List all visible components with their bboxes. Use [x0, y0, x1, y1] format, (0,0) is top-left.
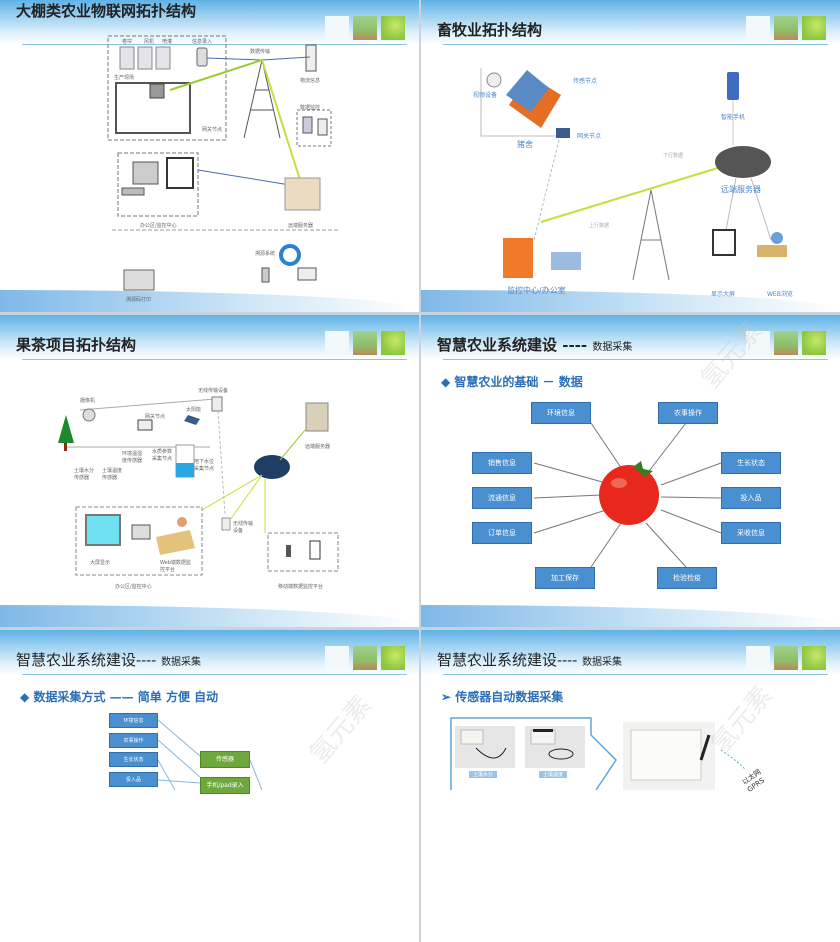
mindmap-connectors — [533, 422, 722, 568]
node-growth-status: 生长状态 — [721, 452, 781, 474]
method-sensor: 传感器 — [200, 751, 250, 768]
label-gateway: 网关节点 — [145, 414, 166, 420]
node-processing: 加工保存 — [535, 567, 595, 589]
label-camera: 视频设备 — [473, 92, 498, 99]
node-sales-info: 销售信息 — [472, 452, 532, 474]
source-inputs: 投入品 — [109, 772, 158, 787]
label-solar: 太阳能 — [186, 407, 202, 413]
divider — [22, 359, 407, 360]
label-gateway: 网关节点 — [577, 133, 602, 140]
slide-livestock-topology[interactable]: 畜牧业拓扑结构 视频设备 传感节点 猪舍 网关节点 智能手机 下行数据 上行数据… — [421, 0, 840, 312]
label-screen: 显示大屏 — [711, 291, 736, 298]
label-roller: 卷帘 — [122, 39, 133, 45]
method-connectors — [157, 719, 263, 790]
node-order-info: 订单信息 — [472, 522, 532, 544]
slide-sensor-collection[interactable]: 智慧农业系统建设---- 数据采集 ➢ 传感器自动数据采集 土壤水分 土壤温度 … — [421, 630, 840, 942]
label-mobile-platform: 移动端数据监控平台 — [278, 584, 324, 590]
header-thumbnails — [325, 16, 405, 40]
label-wireless-top: 无线传输设备 — [198, 388, 229, 394]
label-sprinkler: 喷灌 — [162, 39, 173, 45]
label-uplink: 上行数据 — [589, 223, 610, 229]
slide-header — [0, 0, 419, 45]
node-env-info: 环境信息 — [531, 402, 591, 424]
node-farm-ops: 农事操作 — [658, 402, 718, 424]
header-thumbnails — [746, 16, 826, 40]
slide-title: 果茶项目拓扑结构 — [16, 336, 137, 354]
label-print: 溯源码打印 — [126, 297, 152, 303]
tomato-image — [599, 465, 659, 525]
source-env-info: 环境信息 — [109, 713, 158, 728]
sensor-photos — [450, 717, 747, 790]
sensor-label-temp: 土壤温度 — [539, 771, 568, 778]
label-data-tx: 数据传输 — [250, 49, 271, 55]
slide-greenhouse-topology[interactable]: 大棚类农业物联网拓扑结构 卷帘 风机 喷灌 信息录入 数据传输 物流信息 生产现… — [0, 0, 419, 312]
node-circulation-info: 流通信息 — [472, 487, 532, 509]
label-soil-moisture: 土壤水分传感器 — [74, 468, 95, 481]
divider — [443, 44, 828, 45]
label-camera: 摄像机 — [80, 398, 96, 404]
label-info-entry: 信息录入 — [192, 39, 213, 45]
label-pigsty: 猪舍 — [517, 140, 533, 149]
label-ground-water: 地下水位采集节点 — [194, 459, 215, 472]
node-inspection: 检验检疫 — [657, 567, 717, 589]
label-gateway: 网关节点 — [202, 127, 223, 133]
label-center: 监控中心/办公室 — [507, 286, 566, 295]
label-downlink: 下行数据 — [663, 153, 684, 159]
divider — [22, 674, 407, 675]
header-thumbnails — [746, 646, 826, 670]
label-monitor: 数据监控 — [300, 105, 321, 111]
slide-title: 智慧农业系统建设---- 数据采集 — [16, 651, 202, 669]
livestock-diagram — [480, 68, 787, 281]
slide-heading: ◆ 数据采集方式 —— 简单 方便 自动 — [20, 690, 219, 704]
slide-title: 智慧农业系统建设 ---- 数据采集 — [437, 336, 633, 354]
divider — [22, 44, 407, 45]
label-server: 远端服务器 — [288, 223, 314, 229]
label-fan: 风机 — [144, 39, 155, 45]
label-wireless-bottom: 无线传输设备 — [233, 521, 254, 534]
header-thumbnails — [325, 646, 405, 670]
slide-title: 智慧农业系统建设---- 数据采集 — [437, 651, 623, 669]
header-thumbnails — [325, 331, 405, 355]
label-web: WEB浏览 — [767, 291, 793, 298]
orchard-diagram — [58, 396, 339, 576]
divider — [443, 674, 828, 675]
node-inputs: 投入品 — [721, 487, 781, 509]
label-env-sensor: 环境温湿度传感器 — [122, 451, 143, 464]
label-server: 远端服务器 — [305, 444, 331, 450]
label-soil-temp: 土壤温度传感器 — [102, 468, 123, 481]
label-logistics: 物流信息 — [300, 78, 321, 84]
slide-orchard-topology[interactable]: 果茶项目拓扑结构 无线传输设备 摄像机 网关节点 太阳能 环境温湿度传感器 土壤… — [0, 315, 419, 627]
label-trace: 溯源系统 — [255, 251, 276, 257]
label-office: 办公区/监控中心 — [115, 584, 152, 590]
header-thumbnails — [746, 331, 826, 355]
divider — [443, 359, 828, 360]
slide-data-foundation[interactable]: 智慧农业系统建设 ---- 数据采集 ◆ 智慧农业的基础 － 数据 环境信息 农… — [421, 315, 840, 627]
label-site: 生产现场 — [114, 75, 135, 81]
slide-heading: ➢ 传感器自动数据采集 — [441, 690, 564, 704]
label-office: 办公区/监控中心 — [140, 223, 177, 229]
label-web-platform: Web端数据监控平台 — [160, 560, 191, 573]
slide-collection-methods[interactable]: 智慧农业系统建设---- 数据采集 ◆ 数据采集方式 —— 简单 方便 自动 环… — [0, 630, 419, 942]
source-growth-status: 生长状态 — [109, 752, 158, 767]
greenhouse-diagram — [107, 35, 340, 291]
slide-title: 大棚类农业物联网拓扑结构 — [16, 2, 197, 20]
slide-title: 畜牧业拓扑结构 — [437, 21, 543, 39]
label-server: 远端服务器 — [721, 185, 761, 194]
node-harvest-info: 采收信息 — [721, 522, 781, 544]
source-farm-ops: 农事操作 — [109, 733, 158, 748]
label-phone: 智能手机 — [721, 114, 746, 121]
method-phone-pad: 手机/pad录入 — [200, 777, 250, 794]
sensor-label-moisture: 土壤水分 — [469, 771, 498, 778]
label-water-param: 水质参数采集节点 — [152, 449, 173, 462]
slide-heading: ◆ 智慧农业的基础 － 数据 — [441, 375, 583, 389]
label-sensor: 传感节点 — [573, 78, 598, 85]
label-screen: 大屏显示 — [90, 560, 111, 566]
